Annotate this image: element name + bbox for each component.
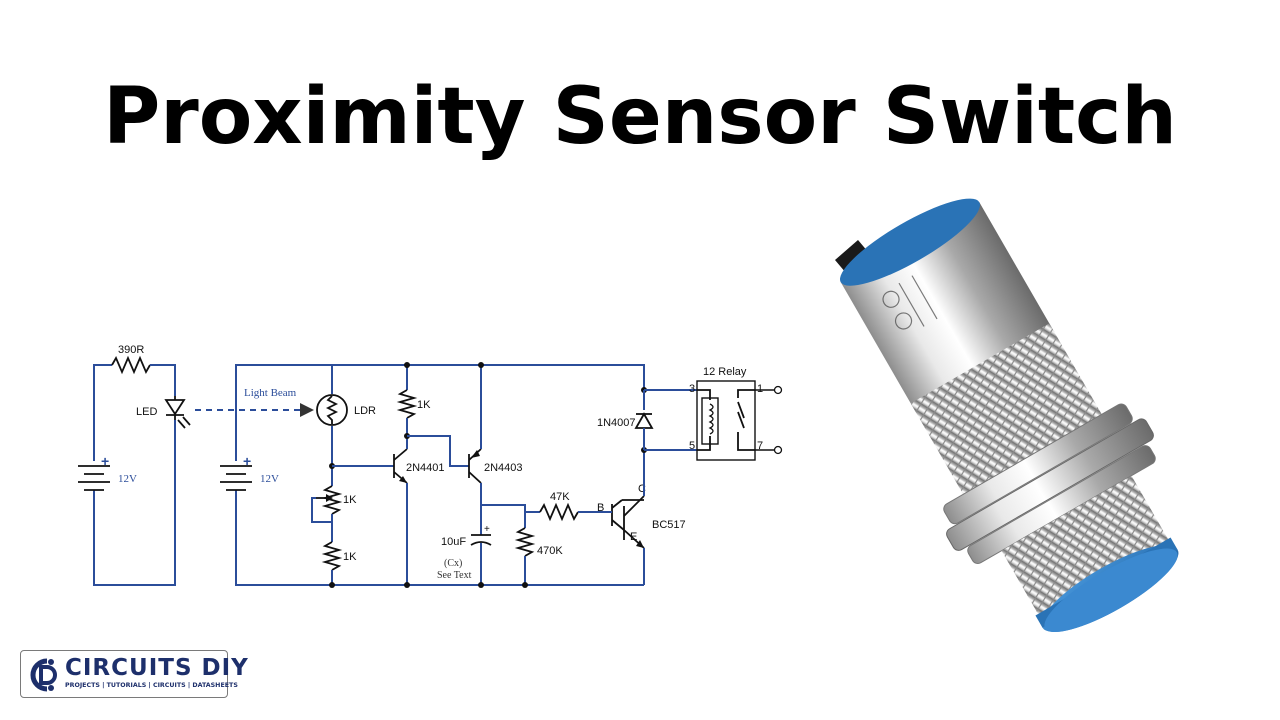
label-light-beam: Light Beam	[244, 387, 297, 399]
label-r-1k-bottom: 1K	[343, 551, 357, 563]
label-470k: 470K	[537, 545, 563, 557]
label-bc517: BC517	[652, 519, 686, 531]
label-1n4007: 1N4007	[597, 417, 636, 429]
circuits-diy-logo-icon	[30, 658, 57, 692]
label-ldr: LDR	[354, 405, 376, 417]
battery-1	[78, 465, 110, 491]
pin-c: C	[638, 483, 646, 495]
label-10uf: 10uF	[441, 536, 466, 548]
relay-pin-3: 3	[689, 383, 695, 395]
label-12v-1: 12V	[118, 473, 137, 485]
proximity-sensor-image	[835, 198, 1179, 633]
label-led: LED	[136, 406, 157, 418]
circuits-diy-logo: CIRCUITS DIY PROJECTS | TUTORIALS | CIRC…	[20, 650, 248, 698]
pin-e: E	[630, 531, 637, 543]
label-390r: 390R	[118, 344, 144, 356]
logo-name: CIRCUITS DIY	[65, 655, 249, 681]
transistor-bc517	[600, 495, 645, 549]
resistor-1k-bottom	[321, 541, 343, 571]
relay	[696, 380, 783, 461]
battery-plus-2: +	[243, 453, 251, 469]
diode-1n4007	[634, 412, 654, 429]
label-2n4403: 2N4403	[484, 462, 523, 474]
label-cx: (Cx)	[444, 558, 462, 569]
label-see-text: See Text	[437, 570, 472, 581]
page-title: Proximity Sensor Switch	[103, 72, 1177, 162]
beam-arrow	[300, 403, 314, 417]
resistor-1k-top	[396, 389, 418, 419]
label-pot-1k: 1K	[343, 494, 357, 506]
resistor-47k	[539, 502, 579, 522]
label-relay: 12 Relay	[703, 366, 747, 378]
relay-pin-5: 5	[689, 440, 695, 452]
led-symbol	[164, 396, 191, 429]
logo-tagline: PROJECTS | TUTORIALS | CIRCUITS | DATASH…	[65, 682, 238, 689]
pin-b: B	[597, 502, 604, 514]
label-12v-2: 12V	[260, 473, 279, 485]
main-circuit: + 12V LDR 1K 1K 2N4401 1K	[220, 362, 697, 588]
led-circuit: 390R LED 12V +	[78, 344, 191, 586]
relay-pin-7: 7	[757, 440, 763, 452]
resistor-390r	[111, 355, 151, 375]
cap-plus: +	[484, 524, 490, 535]
ldr-symbol	[316, 394, 348, 426]
label-47k: 47K	[550, 491, 570, 503]
label-r-1k-top: 1K	[417, 399, 431, 411]
battery-plus-1: +	[101, 453, 109, 469]
battery-2	[220, 465, 252, 491]
resistor-470k	[514, 527, 536, 557]
label-2n4401: 2N4401	[406, 462, 445, 474]
potentiometer-1k	[321, 485, 343, 515]
relay-pin-1: 1	[757, 383, 763, 395]
